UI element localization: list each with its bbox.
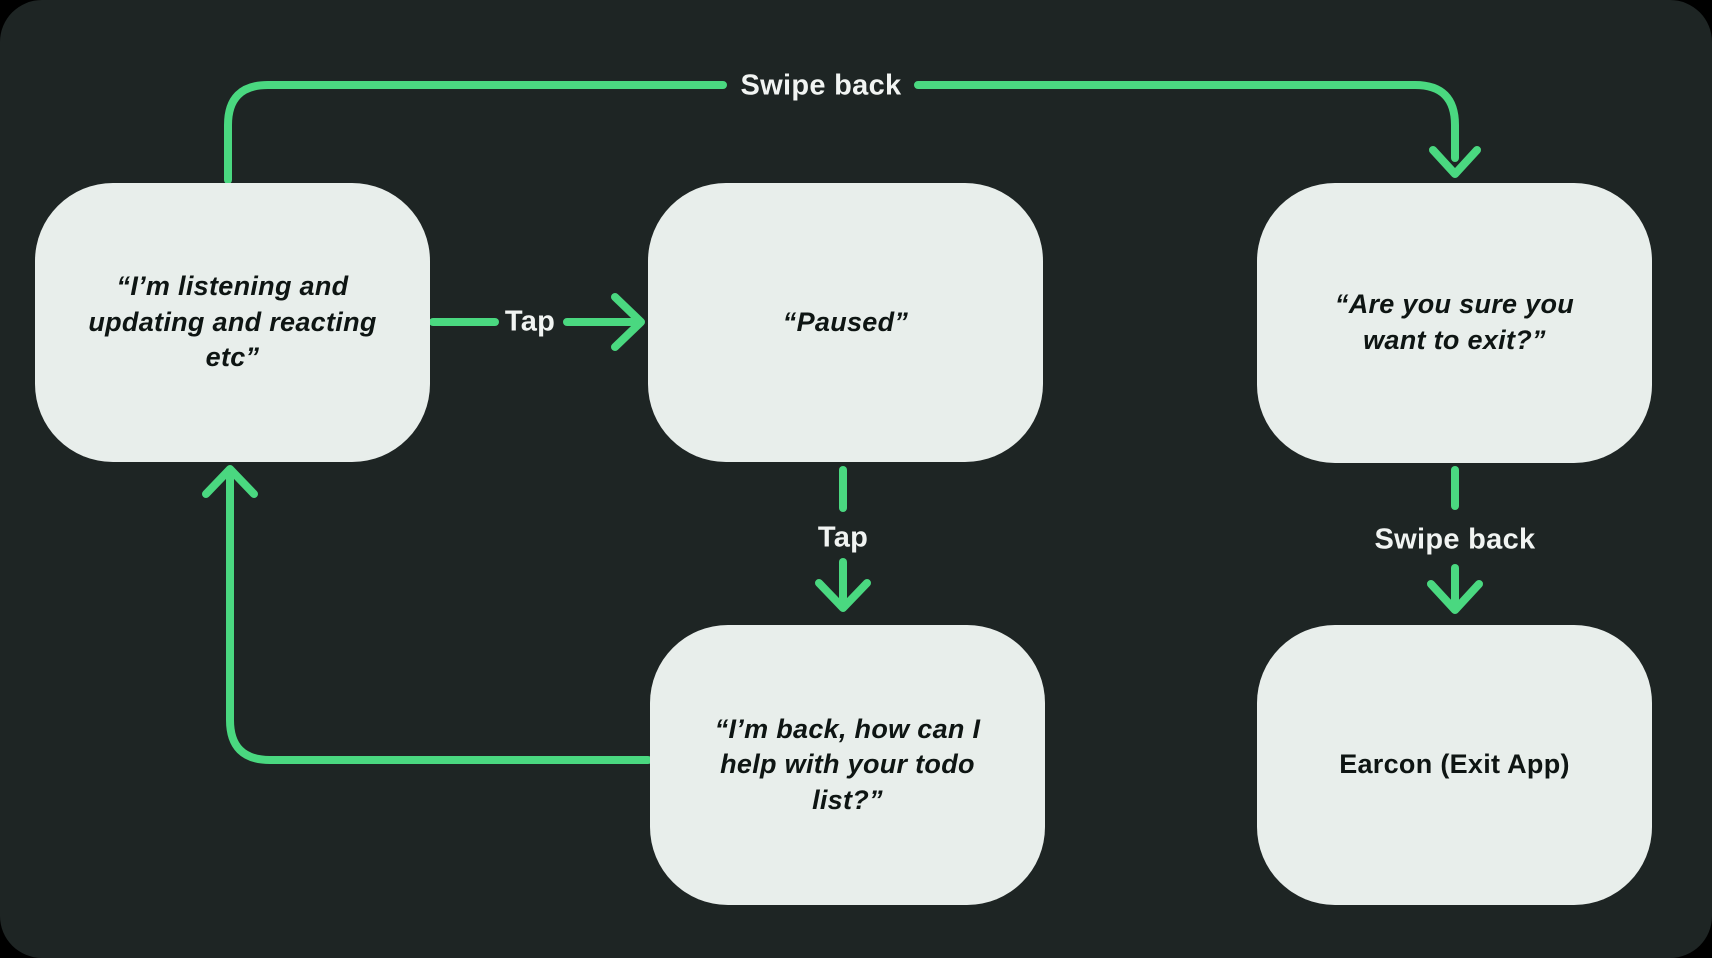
node-im-back: “I’m back, how can I help with your todo… xyxy=(650,625,1045,905)
edge-return-loop-arrowhead-icon xyxy=(202,465,258,498)
edge-return-loop-line xyxy=(226,474,652,764)
node-paused-text: “Paused” xyxy=(782,306,909,337)
edge-tap-horizontal-arrowhead-icon xyxy=(611,293,645,351)
edge-label-swipe-back-vertical: Swipe back xyxy=(1374,523,1536,556)
edge-label-tap-vertical: Tap xyxy=(817,521,869,554)
node-listening: “I’m listening and updating and reacting… xyxy=(35,183,430,462)
node-paused: “Paused” xyxy=(648,183,1043,462)
node-confirm-exit-text: “Are you sure you want to exit?” xyxy=(1334,289,1575,355)
node-earcon-exit: Earcon (Exit App) xyxy=(1257,625,1652,905)
node-listening-text: “I’m listening and updating and reacting… xyxy=(88,271,377,373)
edge-swipe-back-vertical-arrowhead-icon xyxy=(1427,580,1483,614)
node-earcon-exit-text: Earcon (Exit App) xyxy=(1339,749,1570,780)
edge-label-tap-horizontal: Tap xyxy=(504,305,556,338)
edge-swipe-back-top-arrowhead-icon xyxy=(1429,146,1481,178)
node-im-back-text: “I’m back, how can I help with your todo… xyxy=(714,713,981,815)
edge-swipe-back-top-line-left xyxy=(224,81,727,184)
edge-label-swipe-back-top: Swipe back xyxy=(740,69,902,102)
edge-tap-vertical-arrowhead-icon xyxy=(815,579,871,612)
edge-swipe-back-top-line-right xyxy=(914,81,1459,162)
node-confirm-exit: “Are you sure you want to exit?” xyxy=(1257,183,1652,463)
